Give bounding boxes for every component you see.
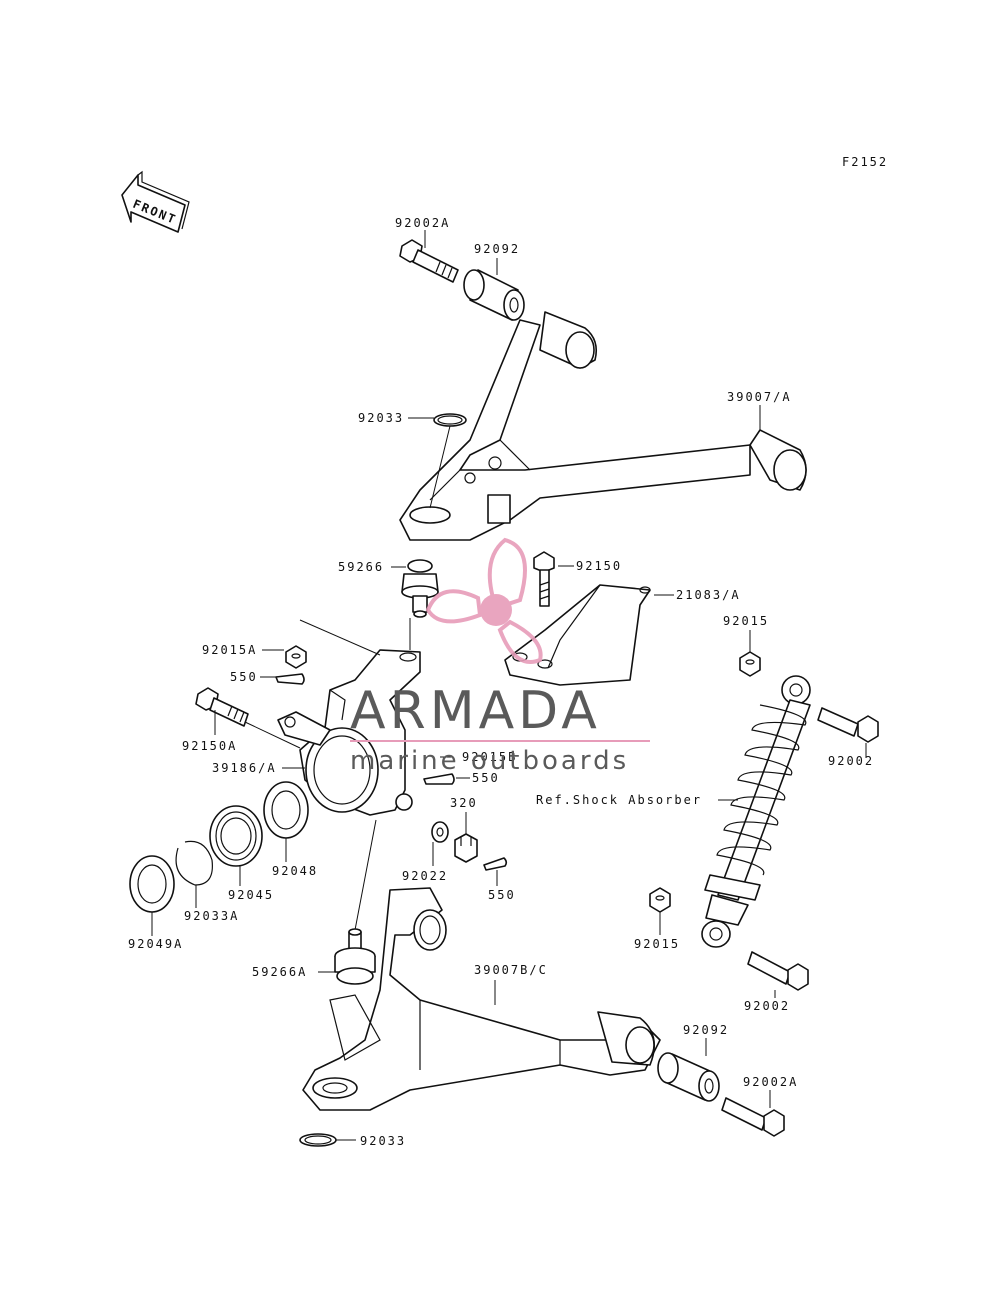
washer-92022: [431, 821, 449, 843]
label-550-a: 550: [230, 670, 258, 684]
label-92049a: 92049A: [128, 937, 183, 951]
armada-watermark: ARMADA marine outboards: [350, 537, 650, 776]
ball-joint-59266: [401, 559, 439, 618]
bolt-92002a-lower: [721, 1097, 785, 1137]
label-92045: 92045: [228, 888, 274, 902]
seal-92048: [263, 781, 309, 839]
label-92015a: 92015A: [202, 643, 257, 657]
bolt-92150: [533, 551, 555, 607]
leader-lines: [151, 230, 867, 1141]
upper-a-arm: [399, 311, 807, 541]
cotter-pin-550-c: [483, 857, 508, 871]
label-92033a: 92033A: [184, 909, 239, 923]
label-92002a-lower: 92002A: [743, 1075, 798, 1089]
circlip-92033a: [175, 840, 213, 886]
propeller-logo-icon: [425, 537, 543, 664]
label-shock-absorber: Ref.Shock Absorber: [536, 793, 702, 807]
castle-nut-320: [454, 833, 478, 863]
cotter-pin-550-a: [275, 673, 305, 685]
label-92002a-top: 92002A: [395, 216, 450, 230]
cotter-pin-550-b: [423, 773, 455, 785]
label-92022: 92022: [402, 869, 448, 883]
nut-92015-lower: [649, 887, 671, 913]
label-59266a: 59266A: [252, 965, 307, 979]
label-92033-lower: 92033: [360, 1134, 406, 1148]
label-550-b: 550: [472, 771, 500, 785]
label-59266: 59266: [338, 560, 384, 574]
label-92002-upper: 92002: [828, 754, 874, 768]
bolt-92002-upper: [817, 707, 879, 743]
part-labels: 92002A 92092 92033 39007/A 59266 92150 2…: [128, 216, 874, 1148]
label-39007a: 39007/A: [727, 390, 792, 404]
label-92150: 92150: [576, 559, 622, 573]
label-320: 320: [450, 796, 478, 810]
label-92015-upper: 92015: [723, 614, 769, 628]
label-92150a: 92150A: [182, 739, 237, 753]
bolt-92150a: [195, 687, 249, 727]
label-39007bc: 39007B/C: [474, 963, 548, 977]
watermark-brand: ARMADA: [350, 681, 601, 741]
watermark-tagline: marine outboards: [350, 746, 629, 776]
label-92092-top: 92092: [474, 242, 520, 256]
nut-92015-upper: [739, 651, 761, 677]
label-39186a: 39186/A: [212, 761, 277, 775]
ball-joint-59266a: [334, 928, 376, 985]
label-92033-top: 92033: [358, 411, 404, 425]
label-92015-lower: 92015: [634, 937, 680, 951]
bushing-92092-lower: [657, 1052, 720, 1102]
nut-92015a: [285, 645, 307, 669]
seal-92049a: [129, 855, 175, 913]
label-92015b: 92015B: [462, 750, 517, 764]
bearing-92045: [209, 805, 263, 867]
label-92048: 92048: [272, 864, 318, 878]
steering-knuckle-39186a: [277, 649, 421, 816]
bushing-92092-top: [463, 269, 525, 321]
figure-code: F2152: [842, 155, 888, 169]
bolt-92002a-top: [399, 239, 459, 283]
bolt-92002-lower: [747, 951, 809, 991]
label-92002-lower: 92002: [744, 999, 790, 1013]
front-arrow-icon: FRONT: [121, 170, 190, 233]
label-92092-lower: 92092: [683, 1023, 729, 1037]
shock-absorber: [701, 675, 811, 948]
lower-a-arm: [302, 887, 661, 1111]
label-550-c: 550: [488, 888, 516, 902]
label-21083a: 21083/A: [676, 588, 741, 602]
